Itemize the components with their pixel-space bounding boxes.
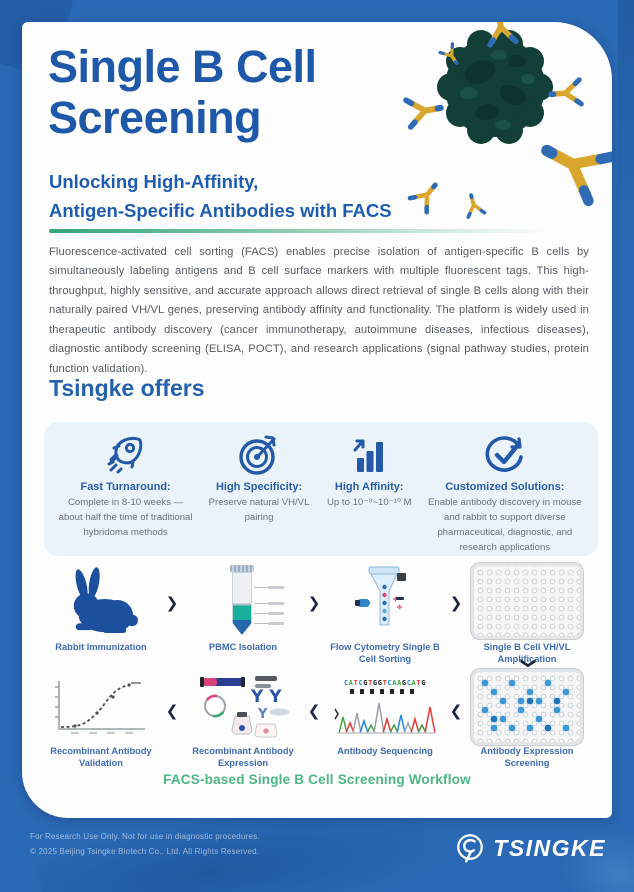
flow-cytometer-icon [353,564,417,638]
workflow-step-pbmc-isolation: PBMC Isolation [182,564,304,653]
title-line-2: Screening [48,91,262,143]
workflow-step-antibody-sequencing: CATCGTGGTCAAGCATG [324,672,446,757]
rocket-icon [104,434,148,476]
workflow-step-antibody-expression: Y Y Y Recombinant Antibody Expression [182,672,304,769]
chevron-right-icon: ❯ [307,595,321,612]
antibody-icon [407,182,438,215]
workflow-label: Antibody Expression Screening [480,746,574,769]
tsingke-logo-icon [457,834,484,863]
subtitle-line-2: Antigen-Specific Antibodies with FACS [49,199,392,221]
feature-title: High Affinity: [334,481,404,493]
workflow-step-rabbit-immunization: Rabbit Immunization [40,564,162,653]
chevron-right-icon: ❯ [449,595,463,612]
workflow-label: Antibody Sequencing [337,746,433,756]
feature-title: Customized Solutions: [445,481,565,493]
feature-desc: Complete in 8-10 weeks — about half the … [58,497,193,538]
workflow-step-antibody-validation: Recombinant Antibody Validation [40,672,162,769]
antibody-icon [438,42,459,65]
sequence-quality-marks [350,689,420,694]
disclaimer-line-1: For Research Use Only. Not for use in di… [30,832,260,841]
feature-title: High Specificity: [215,481,303,493]
b-cell-illustration [372,22,612,257]
subtitle-line-1: Unlocking High-Affinity, [49,171,259,192]
workflow-row-1: Rabbit Immunization ❯ PBMC Isolation ❯ [40,563,594,665]
tsingke-logo: TSINGKE [454,832,606,864]
well-plate-screening-icon [471,669,583,745]
workflow-label: Recombinant Antibody Validation [50,746,152,769]
brand-name: TSINGKE [493,834,606,861]
workflow-label: Rabbit Immunization [55,642,147,652]
antibody-icon [541,144,612,207]
bar-chart-icon [349,434,389,476]
svg-text:Y: Y [257,707,268,722]
workflow-caption: FACS-based Single B Cell Screening Workf… [163,772,471,787]
target-icon [237,434,281,476]
feature-high-affinity: High Affinity: Up to 10⁻⁹~10⁻¹⁰ M [319,434,420,546]
feature-box: Fast Turnaround: Complete in 8-10 weeks … [44,422,598,556]
workflow-label: Recombinant Antibody Expression [192,746,294,769]
workflow-label: Single B Cell VH/VL Amplification [483,642,571,665]
svg-text:Y Y: Y Y [250,687,282,707]
green-divider [49,229,589,233]
workflow-step-expression-screening: Antibody Expression Screening [466,669,588,769]
page-title: Single B Cell Screening [48,41,317,144]
workflow-row-2: Recombinant Antibody Validation ❮ [40,669,594,769]
antibody-icon [466,193,487,219]
title-line-1: Single B Cell [48,41,317,92]
chevron-left-icon: ❮ [449,703,463,720]
b-cell-icon [437,30,553,144]
workflow-step-flow-cytometry: Flow Cytometry Single B Cell Sorting [324,564,446,665]
antibody-icon [548,77,584,107]
feature-desc: Enable antibody discovery in mouse and r… [428,497,582,553]
chevron-left-icon: ❮ [307,703,321,720]
intro-paragraph: Fluorescence-activated cell sorting (FAC… [49,246,589,375]
workflow-label: Flow Cytometry Single B Cell Sorting [330,642,440,665]
feature-desc: Up to 10⁻⁹~10⁻¹⁰ M [327,497,412,508]
disclaimer-line-2: © 2025 Beijing Tsingke Biotech Co., Ltd.… [30,846,260,856]
feature-customized-solutions: Customized Solutions: Enable antibody di… [420,434,590,553]
workflow-label: PBMC Isolation [208,642,278,652]
chevron-left-icon: ❮ [165,703,179,720]
well-plate-icon [471,563,583,639]
workflow-step-vhvl-amplification: Single B Cell VH/VL Amplification [466,563,588,665]
feature-title: Fast Turnaround: [80,481,171,493]
antibody-icon [487,22,519,48]
background-shape [618,0,634,240]
page-subtitle: Unlocking High-Affinity, Antigen-Specifi… [49,168,392,225]
feature-fast-turnaround: Fast Turnaround: Complete in 8-10 weeks … [52,434,199,546]
binding-curve-icon [45,672,157,742]
chromatogram-icon: CATCGTGGTCAAGCATG [333,672,437,742]
content-card: Single B Cell Screening Unlocking High-A… [22,22,612,818]
offers-heading: Tsingke offers [49,375,205,401]
dna-sequence: CATCGTGGTCAAGCATG [343,679,427,687]
centrifuge-tube-icon [228,564,284,638]
feature-high-specificity: High Specificity: Preserve natural VH/VL… [199,434,319,546]
check-circle-icon [483,434,527,476]
antibody-icon [403,97,444,130]
chevron-right-icon: ❯ [165,595,179,612]
footer-disclaimer: For Research Use Only. Not for use in di… [30,830,260,860]
rabbit-icon [62,564,140,638]
expression-icon: Y Y Y [195,672,291,742]
feature-desc: Preserve natural VH/VL pairing [208,497,310,523]
